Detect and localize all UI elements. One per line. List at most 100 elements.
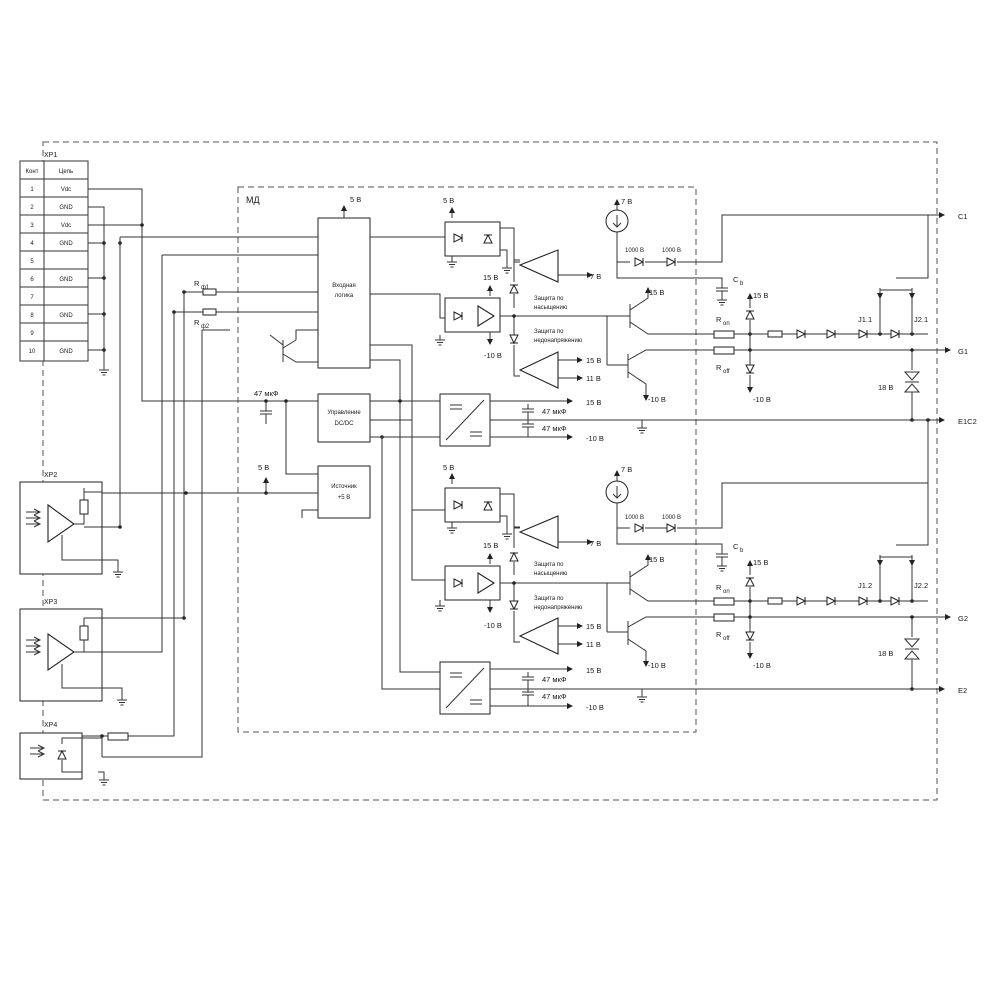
ch2-optocoupler-1 [444, 487, 501, 523]
ch1-clamp-15v: 15 В [753, 291, 768, 300]
ch2-11v: 11 В [586, 640, 601, 649]
xp3-resistor [79, 625, 89, 641]
source-block [317, 465, 371, 519]
ch1-clamp-m10v: -10 В [753, 395, 771, 404]
logic-label-1: Входная [332, 283, 355, 289]
xp4-connector [19, 732, 83, 780]
xp1-table [19, 160, 89, 362]
ch2-sat-2: насыщению [534, 571, 568, 577]
ch1-optocoupler-1 [444, 221, 501, 257]
ch2-sat-1: Защита по [534, 562, 564, 568]
ch1-under-1: Защита по [534, 329, 564, 335]
xp1-row-contact: 10 [29, 349, 36, 355]
module-boundary [237, 186, 697, 733]
ch1-opto2-15v: 15 В [483, 273, 498, 282]
channel-2: 5 В 7 В 7 В 1000 В 1000 В C b 15 В [434, 463, 950, 715]
ch2-roff: R [716, 630, 722, 639]
ch2-opto2-15v: 15 В [483, 541, 498, 550]
xp1-row-contact: 2 [30, 205, 34, 211]
ch1-dcdc-m10v: -10 В [586, 434, 604, 443]
xp1-row-circuit: Vdc [61, 187, 71, 193]
logic-5v: 5 В [350, 195, 361, 204]
ch1-1000v-a: 1000 В [625, 248, 644, 254]
ch1-dcdc-15v: 15 В [586, 398, 601, 407]
logic-block [317, 217, 371, 369]
ch2-cb-sub: b [740, 548, 744, 554]
output-c1: C1 [958, 212, 968, 221]
ch1-ron-sub: on [723, 321, 730, 327]
source-5v: 5 В [258, 463, 269, 472]
ch1-1000v-b: 1000 В [662, 248, 681, 254]
source-label-1: Источник [331, 484, 357, 490]
output-e1c2: E1C2 [958, 417, 977, 426]
ch1-sat-1: Защита по [534, 296, 564, 302]
xp1-row-circuit: GND [59, 313, 73, 319]
ch2-under-2: недонапряжению [534, 605, 583, 611]
ch1-15v-b: 15 В [586, 356, 601, 365]
xp3-connector [19, 608, 103, 702]
xp1-row-contact: 5 [30, 259, 34, 265]
xp1-header-contact: Конт [26, 169, 39, 175]
ch1-resistor-series [767, 330, 783, 338]
ch1-roff: R [716, 363, 722, 372]
ch1-cap47-b: 47 мкФ [542, 424, 567, 433]
xp1-row-circuit: Vdc [61, 223, 71, 229]
rf2-sub: ф2 [201, 324, 210, 330]
ch2-opto2-m10v: -10 В [484, 621, 502, 630]
xp1-row-contact: 6 [30, 277, 34, 283]
xp1-row-contact: 4 [30, 241, 34, 247]
xp1-row-contact: 8 [30, 313, 34, 319]
xp1-row-circuit: GND [59, 277, 73, 283]
dcdc-label-2: DC/DC [335, 421, 355, 427]
ch2-optocoupler-2 [444, 565, 501, 601]
ch1-j11: J1.1 [858, 315, 872, 324]
ch1-zener-18v: 18 В [878, 383, 893, 392]
xp4-resistor [107, 732, 129, 741]
ch1-under-2: недонапряжению [534, 338, 583, 344]
source-label-2: +5 В [338, 495, 351, 501]
ch2-dcdc-15v: 15 В [586, 666, 601, 675]
output-g1: G1 [958, 347, 968, 356]
xp1-row-contact: 9 [30, 331, 34, 337]
xp3-label: XP3 [44, 599, 57, 606]
rf2-label: R [194, 318, 200, 327]
xp1-label: XP1 [44, 152, 57, 159]
xp4-label: XP4 [44, 722, 57, 729]
ch2-resistor-roff [713, 613, 735, 622]
ch2-opto1-5v: 5 В [443, 463, 454, 472]
ch2-j12: J1.2 [858, 581, 872, 590]
logic-label-2: логика [335, 293, 354, 299]
output-e2: E2 [958, 686, 967, 695]
ch2-resistor-ron [713, 597, 735, 606]
ch1-sat-2: насыщению [534, 305, 568, 311]
ch1-j21: J2.1 [914, 315, 928, 324]
resistor-rf2 [202, 308, 217, 316]
ch2-clamp-15v: 15 В [753, 558, 768, 567]
module-label: МД [246, 195, 260, 205]
ch2-cap47-b: 47 мкФ [542, 692, 567, 701]
ch1-7v-b: 7 В [621, 197, 632, 206]
ch2-1000v-a: 1000 В [625, 515, 644, 521]
xp2-resistor [79, 499, 89, 515]
xp1-row-circuit: GND [59, 349, 73, 355]
ch1-cb-sub: b [740, 281, 744, 287]
rf1-label: R [194, 279, 200, 288]
dcdc-control-block [317, 393, 371, 443]
xp1-row-contact: 3 [30, 223, 34, 229]
xp1-row-contact: 1 [30, 187, 34, 193]
ch1-opto2-m10v: -10 В [484, 351, 502, 360]
ch1-11v: 11 В [586, 374, 601, 383]
ch1-resistor-roff [713, 346, 735, 355]
xp1-row-circuit: GND [59, 205, 73, 211]
ch2-resistor-series [767, 597, 783, 605]
ch2-15v-b: 15 В [586, 622, 601, 631]
ch2-clamp-m10v: -10 В [753, 661, 771, 670]
resistor-rf1 [202, 288, 217, 296]
ch1-cap47-a: 47 мкФ [542, 407, 567, 416]
ch1-roff-sub: off [723, 369, 730, 375]
ch2-1000v-b: 1000 В [662, 515, 681, 521]
ch2-under-1: Защита по [534, 596, 564, 602]
ch1-q1-15v: 15 В [649, 288, 664, 297]
ch2-j22: J2.2 [914, 581, 928, 590]
